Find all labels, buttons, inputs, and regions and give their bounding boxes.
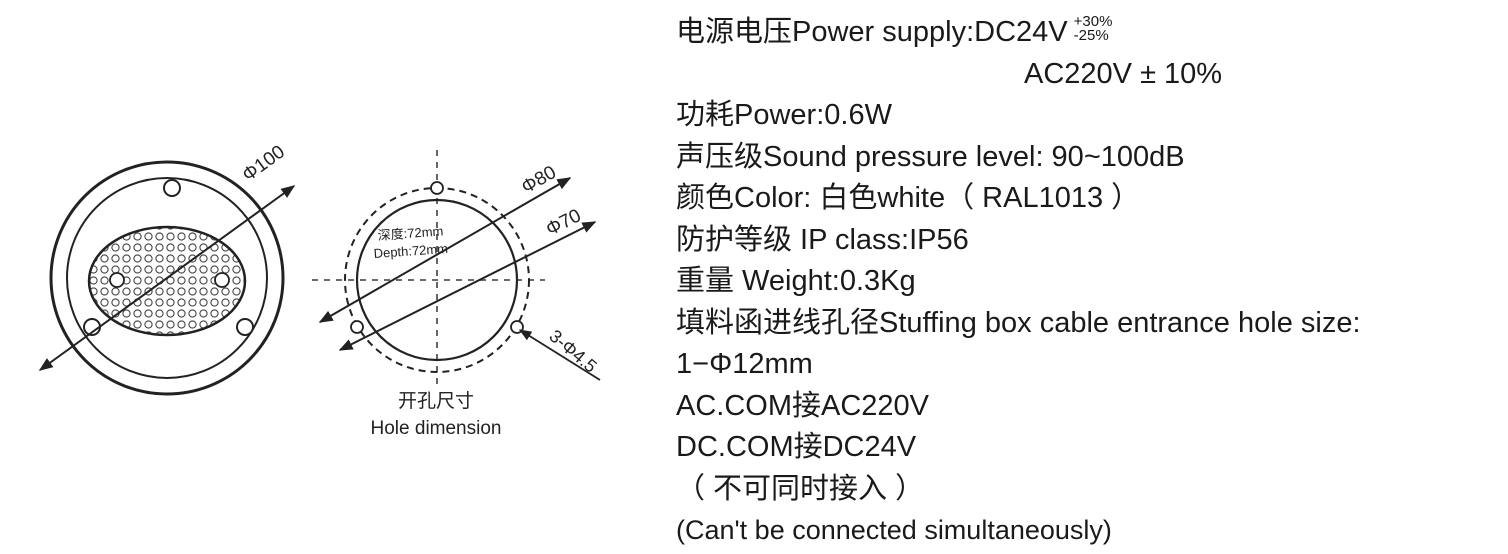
dc-tolerance-minus: -25% — [1073, 27, 1109, 44]
spec-dc-com: DC.COM接DC24V — [676, 431, 917, 463]
outer-diameter-dimension-line — [38, 185, 296, 371]
outer-diameter-label: Φ100 — [239, 142, 289, 187]
mount-hole-right — [236, 318, 254, 336]
depth-label-en: Depth:72mm — [373, 241, 448, 261]
spec-ip-class: 防护等级 IP class:IP56 — [676, 223, 969, 256]
mount-hole-top — [163, 179, 181, 197]
spec-power-supply-ac: AC220V ± 10% — [1024, 57, 1223, 90]
spec-color: 颜色Color: 白色white（ RAL1013 ） — [676, 182, 1141, 214]
screw-hole-left — [350, 320, 364, 334]
cutout-diameter-label: Φ80 — [518, 162, 560, 198]
spec-sound-pressure: 声压级Sound pressure level: 90~100dB — [676, 140, 1185, 173]
hole-caption-cn: 开孔尺寸 — [398, 390, 474, 412]
spec-stuffing-box: 填料函进线孔径Stuffing box cable entrance hole … — [676, 306, 1361, 339]
dimension-diagram: Φ100 Φ80 Φ70 3-Φ4.5 深度:72mm Depth:72mm 开… — [38, 142, 601, 439]
hole-caption-en: Hole dimension — [371, 418, 502, 439]
hole-view: Φ80 Φ70 3-Φ4.5 深度:72mm Depth:72mm 开孔尺寸 H… — [312, 150, 601, 439]
grille-center-left — [109, 272, 125, 288]
depth-label-cn: 深度:72mm — [377, 223, 444, 243]
spec-power: 功耗Power:0.6W — [676, 99, 892, 131]
inner-diameter-label: Φ70 — [543, 205, 585, 240]
screw-hole-leader — [518, 329, 601, 381]
dc-tolerance: +30%-25% — [1073, 13, 1113, 44]
screw-hole-top — [430, 181, 444, 195]
spec-note-cn: （ 不可同时接入 ） — [676, 472, 925, 505]
grille-center-right — [214, 272, 230, 288]
dc-tolerance-plus: +30% — [1073, 13, 1113, 30]
power-supply-label: 电源电压Power supply:DC24V — [676, 16, 1068, 48]
spec-ac-com: AC.COM接AC220V — [676, 389, 930, 422]
spec-power-supply: 电源电压Power supply:DC24V+30%-25% — [676, 12, 1496, 54]
spec-list: 电源电压Power supply:DC24V+30%-25% AC220V ± … — [676, 12, 1496, 552]
spec-note-en: (Can't be connected simultaneously) — [676, 515, 1112, 545]
spec-weight: 重量 Weight:0.3Kg — [676, 265, 916, 297]
spec-stuffing-box-size: 1−Φ12mm — [676, 348, 813, 380]
inner-diameter-dimension-line — [338, 221, 597, 351]
front-view: Φ100 — [38, 142, 296, 396]
